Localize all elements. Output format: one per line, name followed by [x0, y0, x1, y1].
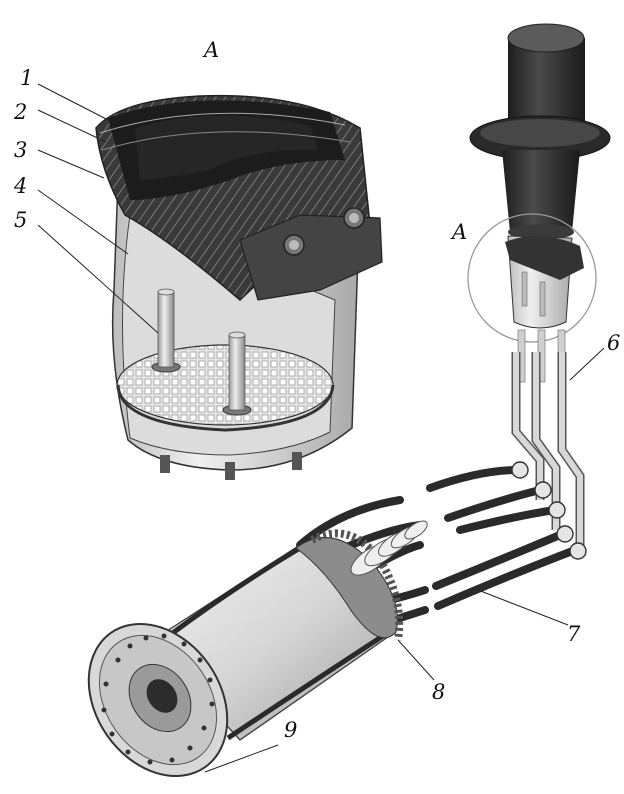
callout-4: 4 — [14, 174, 28, 198]
callout-5: 5 — [14, 208, 28, 232]
callout-3: 3 — [14, 138, 28, 162]
leader-line-8 — [397, 639, 435, 681]
leader-line-7 — [477, 589, 569, 626]
detail-label-a: A — [204, 38, 220, 62]
leader-line-9 — [204, 744, 279, 773]
callout-1: 1 — [20, 66, 34, 90]
main-cylinder — [87, 520, 428, 778]
callout-7: 7 — [567, 622, 581, 646]
leader-lines-left — [37, 83, 159, 334]
callout-6: 6 — [607, 331, 621, 355]
cables — [296, 461, 587, 622]
leader-line-6 — [569, 347, 605, 381]
callout-8: 8 — [432, 680, 446, 704]
bushing-assembly — [467, 23, 611, 552]
callout-9: 9 — [284, 718, 298, 742]
callout-2: 2 — [14, 100, 28, 124]
detail-label-a-inset: A — [452, 220, 468, 244]
detail-a-cutaway — [95, 94, 383, 480]
